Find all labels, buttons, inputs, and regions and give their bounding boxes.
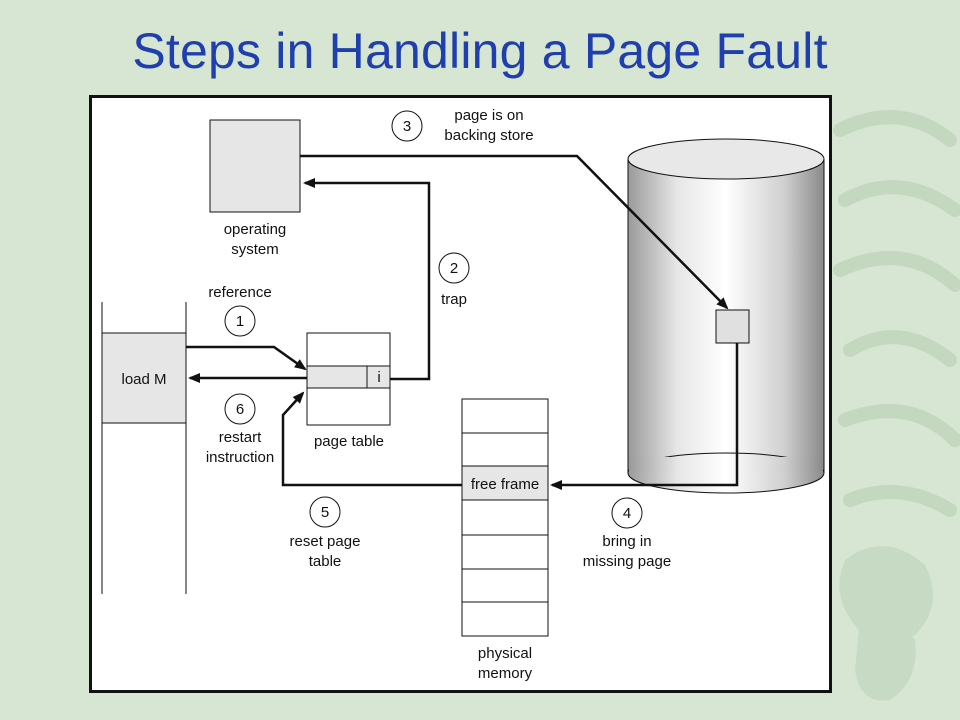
step-4-text-line-1: bring in	[602, 533, 651, 550]
step-2: 2 trap	[438, 252, 470, 308]
step-6-text-line-2: instruction	[206, 449, 274, 466]
os-label-line-1: operating	[224, 221, 287, 238]
program-memory: load M	[101, 302, 187, 594]
step-2-text: trap	[441, 291, 467, 308]
arrow-trap	[303, 178, 431, 381]
slide-title: Steps in Handling a Page Fault	[132, 23, 828, 79]
step-1: reference 1	[208, 284, 272, 337]
os-label-line-2: system	[231, 241, 279, 258]
step-6: 6 restart instruction	[206, 393, 274, 466]
step-3-number: 3	[403, 118, 411, 135]
arrow-reference	[186, 345, 307, 371]
invalid-bit: i	[377, 369, 380, 386]
arrow-page-on-backing-store	[300, 154, 729, 310]
arrow-reset-page-table	[281, 391, 462, 487]
step-1-number: 1	[236, 313, 244, 330]
step-1-text: reference	[208, 284, 271, 301]
step-3-text-line-2: backing store	[444, 127, 533, 144]
page-table: i	[306, 332, 391, 426]
diagram-frame: operating system load M i page table fre	[89, 95, 832, 693]
arrow-bring-in-page	[550, 343, 739, 490]
step-6-text-line-1: restart	[219, 429, 262, 446]
step-5: 5 reset page table	[290, 496, 361, 570]
physical-memory: free frame	[461, 398, 549, 637]
physical-memory-label-line-1: physical	[478, 645, 532, 662]
step-4-number: 4	[623, 505, 631, 522]
step-5-text-line-1: reset page	[290, 533, 361, 550]
backing-store-disk	[627, 138, 825, 494]
step-5-number: 5	[321, 504, 329, 521]
step-5-text-line-2: table	[309, 553, 342, 570]
operating-system-box	[209, 119, 301, 213]
page-table-label: page table	[314, 433, 384, 450]
page-fault-diagram: operating system load M i page table fre	[101, 107, 825, 682]
step-6-number: 6	[236, 401, 244, 418]
instruction-text: load M	[121, 371, 166, 388]
step-4: 4 bring in missing page	[583, 497, 671, 570]
physical-memory-label-line-2: memory	[478, 665, 533, 682]
step-3: 3 page is on backing store	[391, 107, 534, 144]
step-3-text-line-1: page is on	[454, 107, 523, 124]
step-4-text-line-2: missing page	[583, 553, 671, 570]
missing-page-block	[715, 309, 750, 344]
step-2-number: 2	[450, 260, 458, 277]
free-frame-label: free frame	[471, 476, 539, 493]
